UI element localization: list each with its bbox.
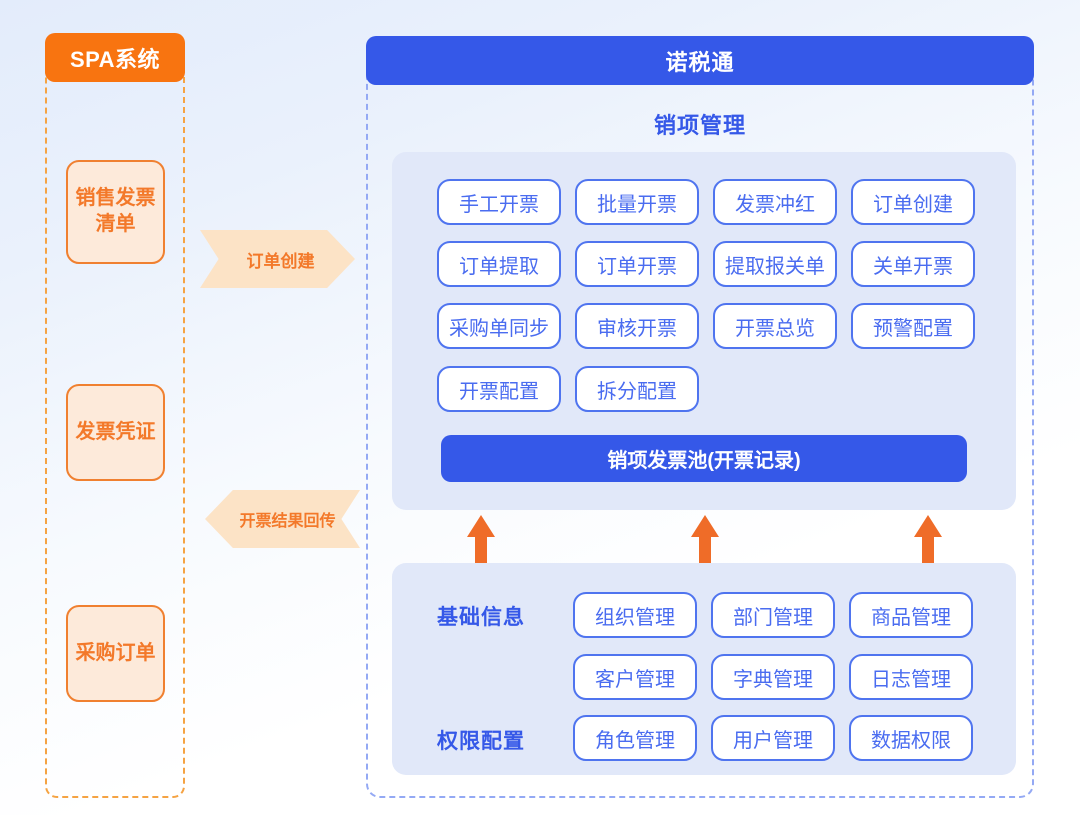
spa-box-label: 采购订单 xyxy=(75,641,156,664)
flow-arrow-label: 开票结果回传 xyxy=(239,513,336,530)
base-info-button[interactable]: 日志管理 xyxy=(849,654,973,700)
up-arrow-icon xyxy=(914,515,942,569)
product-title-label: 诺税通 xyxy=(665,49,735,75)
spa-box-purchase-order[interactable]: 采购订单 xyxy=(66,605,165,702)
sales-invoice-pool-label: 销项发票池(开票记录) xyxy=(607,450,801,472)
sales-button-row: 开票配置 拆分配置 xyxy=(437,366,699,412)
sales-button[interactable]: 发票冲红 xyxy=(713,179,837,225)
sales-section-title: 销项管理 xyxy=(653,113,746,138)
sales-invoice-pool-bar[interactable]: 销项发票池(开票记录) xyxy=(441,435,967,482)
up-arrow-icon xyxy=(467,515,495,569)
base-info-button[interactable]: 商品管理 xyxy=(849,592,973,638)
sales-button[interactable]: 开票总览 xyxy=(713,303,837,349)
spa-system-header: SPA系统 xyxy=(45,33,185,82)
spa-box-label: 发票凭证 xyxy=(75,420,156,443)
sales-button[interactable]: 审核开票 xyxy=(575,303,699,349)
base-info-button[interactable]: 部门管理 xyxy=(711,592,835,638)
up-arrow-icon xyxy=(691,515,719,569)
sales-button-row: 采购单同步 审核开票 开票总览 预警配置 xyxy=(437,303,975,349)
permission-button[interactable]: 用户管理 xyxy=(711,715,835,761)
sales-button[interactable]: 开票配置 xyxy=(437,366,561,412)
base-info-button[interactable]: 组织管理 xyxy=(573,592,697,638)
permission-button[interactable]: 数据权限 xyxy=(849,715,973,761)
base-info-button[interactable]: 客户管理 xyxy=(573,654,697,700)
sales-button-row: 手工开票 批量开票 发票冲红 订单创建 xyxy=(437,179,975,225)
base-info-button-row: 客户管理 字典管理 日志管理 xyxy=(573,654,973,700)
sales-button[interactable]: 采购单同步 xyxy=(437,303,561,349)
sales-button[interactable]: 订单开票 xyxy=(575,241,699,287)
sales-button[interactable]: 拆分配置 xyxy=(575,366,699,412)
spa-box-invoice-voucher[interactable]: 发票凭证 xyxy=(66,384,165,481)
sales-button[interactable]: 关单开票 xyxy=(851,241,975,287)
sales-button[interactable]: 订单提取 xyxy=(437,241,561,287)
spa-box-sales-invoice-list[interactable]: 销售发票清单 xyxy=(66,160,165,264)
spa-box-label: 销售发票清单 xyxy=(75,187,156,235)
sales-button[interactable]: 手工开票 xyxy=(437,179,561,225)
product-title-bar: 诺税通 xyxy=(366,36,1034,85)
permission-button[interactable]: 角色管理 xyxy=(573,715,697,761)
sales-button[interactable]: 预警配置 xyxy=(851,303,975,349)
permission-button-row: 角色管理 用户管理 数据权限 xyxy=(573,715,973,761)
permission-group-label: 权限配置 xyxy=(437,730,525,753)
sales-button[interactable]: 提取报关单 xyxy=(713,241,837,287)
sales-button[interactable]: 批量开票 xyxy=(575,179,699,225)
spa-system-header-label: SPA系统 xyxy=(69,46,161,72)
flow-arrow-label: 订单创建 xyxy=(246,251,315,271)
flow-arrow-invoice-result-return: 开票结果回传 xyxy=(205,490,360,548)
sales-button-row: 订单提取 订单开票 提取报关单 关单开票 xyxy=(437,241,975,287)
sales-button[interactable]: 订单创建 xyxy=(851,179,975,225)
base-info-group-label: 基础信息 xyxy=(437,606,525,629)
flow-arrow-order-create: 订单创建 xyxy=(200,230,355,288)
base-info-button[interactable]: 字典管理 xyxy=(711,654,835,700)
base-info-button-row: 组织管理 部门管理 商品管理 xyxy=(573,592,973,638)
